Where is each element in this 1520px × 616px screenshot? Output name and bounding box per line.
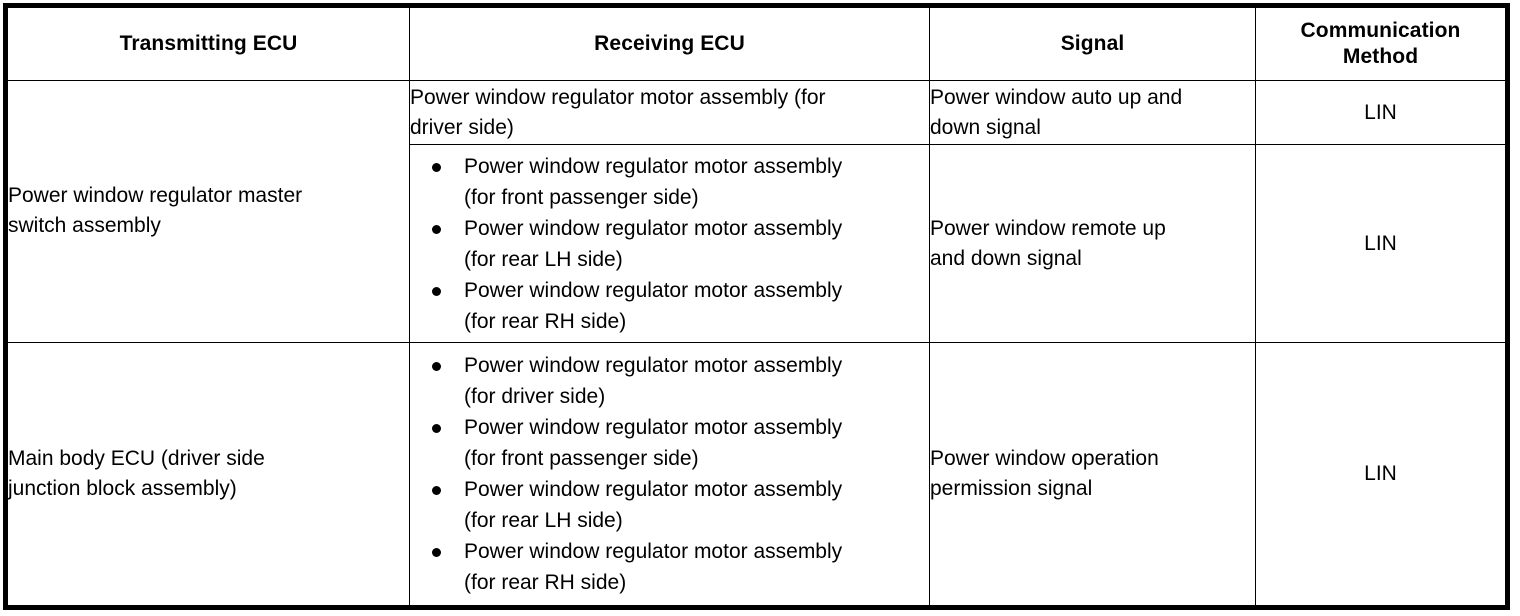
- column-header-communication-method-label-line1: Communication: [1300, 19, 1461, 42]
- receiving-ecu-bullet-list: Power window regulator motor assembly (f…: [410, 350, 929, 598]
- bullet-icon: [432, 423, 441, 433]
- bullet-icon: [432, 224, 441, 234]
- signal-line: permission signal: [930, 476, 1093, 500]
- list-item: Power window regulator motor assembly (f…: [432, 412, 919, 474]
- communication-method-value: LIN: [1364, 461, 1397, 485]
- signal-line: Power window remote up: [930, 216, 1166, 240]
- bullet-line: (for driver side): [464, 384, 606, 408]
- transmitting-ecu-line1: Main body ECU (driver side: [8, 446, 265, 470]
- communication-method-value: LIN: [1364, 100, 1397, 124]
- table-body: Power window regulator master switch ass…: [5, 79, 1508, 609]
- column-header-communication-method-label-line2: Method: [1342, 45, 1419, 68]
- cell-communication-method-g2-r1: LIN: [1255, 341, 1508, 609]
- bullet-line: Power window regulator motor assembly: [464, 154, 843, 178]
- list-item: Power window regulator motor assembly (f…: [432, 536, 919, 598]
- signal-line: Power window operation: [930, 446, 1159, 470]
- bullet-line: (for front passenger side): [464, 185, 699, 209]
- cell-communication-method-g1-r2: LIN: [1255, 144, 1508, 343]
- list-item: Power window regulator motor assembly (f…: [432, 275, 919, 337]
- communication-table-container: Transmitting ECU Receiving ECU Signal Co…: [3, 3, 1510, 610]
- column-header-transmitting-ecu: Transmitting ECU: [5, 5, 410, 81]
- bullet-icon: [432, 361, 441, 371]
- table-row: Power window regulator master switch ass…: [5, 79, 1508, 343]
- bullet-line: (for rear LH side): [464, 508, 623, 532]
- list-item: Power window regulator motor assembly (f…: [432, 151, 919, 213]
- cell-transmitting-ecu-group-2: Main body ECU (driver side junction bloc…: [5, 341, 410, 609]
- ecu-communication-table: Transmitting ECU Receiving ECU Signal Co…: [3, 3, 1510, 610]
- table-row: Power window regulator motor assembly (f…: [6, 144, 1508, 343]
- signal-line: Power window auto up and: [930, 85, 1183, 109]
- bullet-line: Power window regulator motor assembly: [464, 539, 843, 563]
- bullet-icon: [432, 485, 441, 495]
- bullet-icon: [432, 162, 441, 172]
- column-header-communication-method: Communication Method: [1255, 5, 1508, 81]
- bullet-line: (for rear RH side): [464, 570, 627, 594]
- transmitting-ecu-line2: junction block assembly): [8, 476, 237, 500]
- bullet-line: Power window regulator motor assembly: [464, 477, 843, 501]
- list-item: Power window regulator motor assembly (f…: [432, 350, 919, 412]
- column-header-signal: Signal: [929, 5, 1256, 81]
- column-header-transmitting-ecu-label: Transmitting ECU: [119, 32, 298, 55]
- column-header-receiving-ecu: Receiving ECU: [409, 5, 930, 81]
- table-header-row: Transmitting ECU Receiving ECU Signal Co…: [5, 5, 1508, 81]
- list-item: Power window regulator motor assembly (f…: [432, 474, 919, 536]
- receiving-ecu-line: driver side): [410, 115, 514, 139]
- bullet-line: (for front passenger side): [464, 446, 699, 470]
- transmitting-ecu-line1: Power window regulator master: [8, 184, 303, 208]
- table-row: Main body ECU (driver side junction bloc…: [5, 341, 1508, 609]
- cell-transmitting-ecu-group-1: Power window regulator master switch ass…: [5, 80, 410, 343]
- bullet-line: Power window regulator motor assembly: [464, 278, 843, 302]
- receiving-ecu-line: Power window regulator motor assembly (f…: [410, 85, 826, 109]
- list-item: Power window regulator motor assembly (f…: [432, 213, 919, 275]
- bullet-line: Power window regulator motor assembly: [464, 216, 843, 240]
- cell-signal-g1-r2: Power window remote up and down signal: [929, 144, 1256, 343]
- bullet-line: (for rear LH side): [464, 247, 623, 271]
- bullet-line: (for rear RH side): [464, 309, 627, 333]
- column-header-receiving-ecu-label: Receiving ECU: [594, 32, 745, 55]
- bullet-icon: [432, 547, 441, 557]
- cell-receiving-ecu-g1-r1: Power window regulator motor assembly (f…: [409, 79, 930, 146]
- transmitting-ecu-line2: switch assembly: [8, 214, 161, 238]
- signal-line: and down signal: [930, 246, 1082, 270]
- column-header-signal-label: Signal: [1060, 32, 1125, 55]
- bullet-line: Power window regulator motor assembly: [464, 415, 843, 439]
- cell-receiving-ecu-g1-r2: Power window regulator motor assembly (f…: [409, 144, 930, 343]
- cell-communication-method-g1-r1: LIN: [1255, 79, 1508, 146]
- cell-receiving-ecu-g2-r1: Power window regulator motor assembly (f…: [409, 341, 930, 609]
- cell-signal-g2-r1: Power window operation permission signal: [929, 341, 1256, 609]
- bullet-icon: [432, 286, 441, 296]
- communication-method-value: LIN: [1364, 231, 1397, 255]
- bullet-line: Power window regulator motor assembly: [464, 353, 843, 377]
- table-header: Transmitting ECU Receiving ECU Signal Co…: [5, 5, 1508, 81]
- signal-line: down signal: [930, 115, 1041, 139]
- receiving-ecu-bullet-list: Power window regulator motor assembly (f…: [410, 151, 929, 337]
- cell-signal-g1-r1: Power window auto up and down signal: [929, 79, 1256, 146]
